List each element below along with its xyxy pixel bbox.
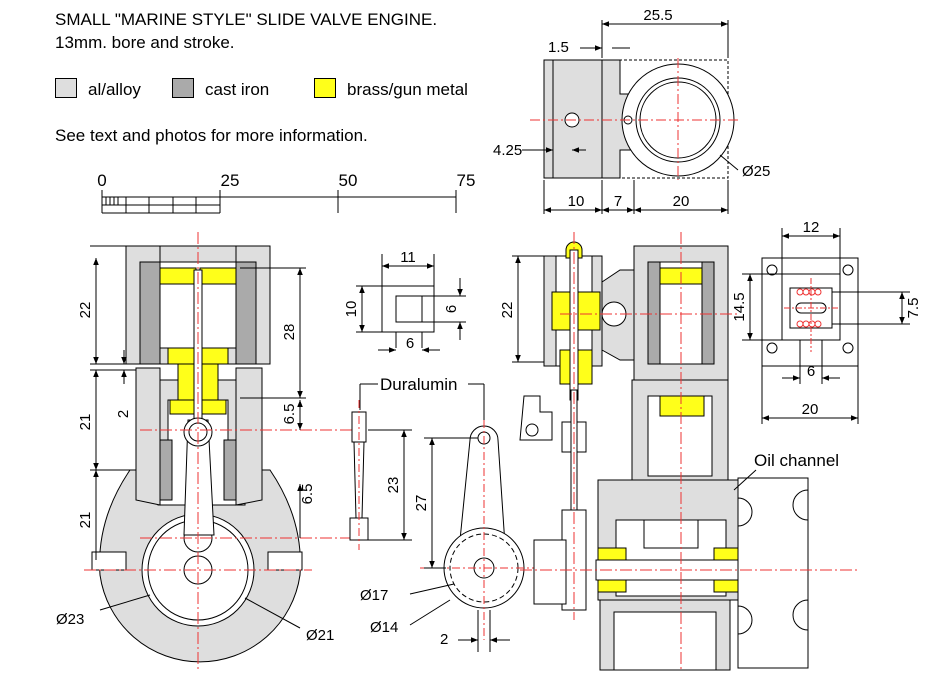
dim-crank-2: 2	[440, 631, 448, 648]
scale-bar	[101, 190, 457, 214]
dim-left-6-5b: 6.5	[299, 484, 316, 505]
dim-left-22: 22	[77, 302, 94, 319]
dim-top-1-5: 1.5	[548, 39, 569, 56]
dim-sq-6a: 6	[443, 305, 460, 313]
scale-label-50: 50	[339, 171, 358, 190]
dim-crank-27: 27	[413, 495, 430, 512]
square-section-detail	[356, 254, 466, 353]
legend-label-alloy: al/alloy	[88, 80, 141, 99]
legend-swatch-brass	[314, 78, 336, 98]
drawing-note: See text and photos for more information…	[55, 126, 368, 145]
dim-port-12: 12	[803, 219, 820, 236]
dim-port-14-5: 14.5	[731, 292, 748, 321]
rod-and-crank-detail	[349, 383, 540, 652]
top-view	[522, 20, 740, 214]
callout-duralumin: Duralumin	[380, 375, 457, 394]
legend-swatch-cast-iron	[172, 78, 194, 98]
dim-top-d25: Ø25	[742, 163, 770, 180]
dim-port-7-5: 7.5	[905, 298, 922, 319]
dim-sq-10: 10	[343, 301, 360, 318]
dim-rod-23: 23	[385, 477, 402, 494]
dim-left-2: 2	[115, 410, 132, 418]
dim-crank-d17: Ø17	[360, 587, 388, 604]
dim-left-21b: 21	[77, 512, 94, 529]
legend-label-cast-iron: cast iron	[205, 80, 270, 99]
dim-top-10: 10	[568, 193, 585, 210]
dim-port-6: 6	[807, 363, 815, 380]
side-section-view	[512, 232, 860, 672]
dim-sq-6b: 6	[406, 335, 414, 352]
scale-label-0: 0	[97, 171, 106, 190]
dim-left-6-5a: 6.5	[281, 404, 298, 425]
dim-crank-d14: Ø14	[370, 619, 398, 636]
dim-top-4-25: 4.25	[493, 142, 522, 159]
dim-left-28: 28	[281, 324, 298, 341]
port-face-detail	[742, 228, 910, 424]
dim-top-20: 20	[673, 193, 690, 210]
dim-left-21a: 21	[77, 414, 94, 431]
callout-oil-channel: Oil channel	[754, 451, 839, 470]
scale-label-75: 75	[457, 171, 476, 190]
dim-sq-11: 11	[400, 249, 416, 266]
legend-label-brass: brass/gun metal	[347, 80, 468, 99]
drawing-subtitle: 13mm. bore and stroke.	[55, 33, 235, 52]
dim-top-25-5: 25.5	[643, 7, 672, 24]
drawing-title: SMALL "MARINE STYLE" SLIDE VALVE ENGINE.	[55, 10, 438, 29]
dim-left-d21: Ø21	[306, 627, 334, 644]
dim-right-22: 22	[499, 302, 516, 319]
legend-swatch-alloy	[55, 78, 77, 98]
front-section-view	[84, 232, 360, 672]
scale-label-25: 25	[221, 171, 240, 190]
dim-port-20: 20	[802, 401, 819, 418]
dim-top-7: 7	[614, 193, 622, 210]
dim-left-d23: Ø23	[56, 611, 84, 628]
